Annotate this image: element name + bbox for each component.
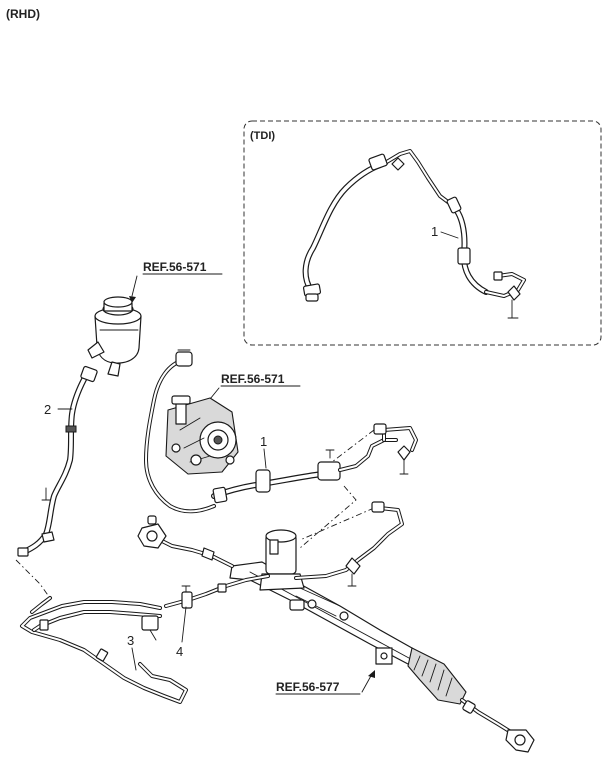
callout-4: 4 [176,644,183,659]
reservoir-tank [87,296,142,377]
reservoir-ref-block: REF.56-571 [129,260,223,303]
callout-2: 2 [44,402,51,417]
return-tube [20,596,188,704]
steering-gear-ref-block: REF.56-577 [275,670,375,695]
variant-label: (RHD) [6,7,40,21]
gear-feed-tubes [294,501,404,587]
suction-hose [17,365,98,557]
tdi-inset: (TDI) 1 [243,120,602,346]
callout-3-leader [131,647,137,671]
pump-inlet-hose [144,349,216,514]
callout-4-leader [181,606,187,643]
ref-pump: REF.56-571 [221,372,285,386]
ref-gear-arrow [361,673,373,693]
pump-body [165,395,239,475]
pressure-hose [211,423,418,504]
inset-frame [243,120,602,346]
connection-lines [15,429,375,599]
arrow-head [368,670,375,678]
inset-leader [440,231,459,239]
callout-1-leader [263,448,267,469]
inset-callout-1: 1 [431,224,438,239]
arrow-head [129,296,136,303]
callout-3: 3 [127,633,134,648]
inset-pressure-hose [302,149,526,319]
ref-gear: REF.56-577 [276,680,340,694]
inset-title: (TDI) [250,130,275,142]
ref-reservoir: REF.56-571 [143,260,207,274]
steering-gear [137,515,535,753]
callout-1: 1 [260,434,267,449]
ref-reservoir-arrow [131,275,138,297]
return-hose [164,574,270,609]
